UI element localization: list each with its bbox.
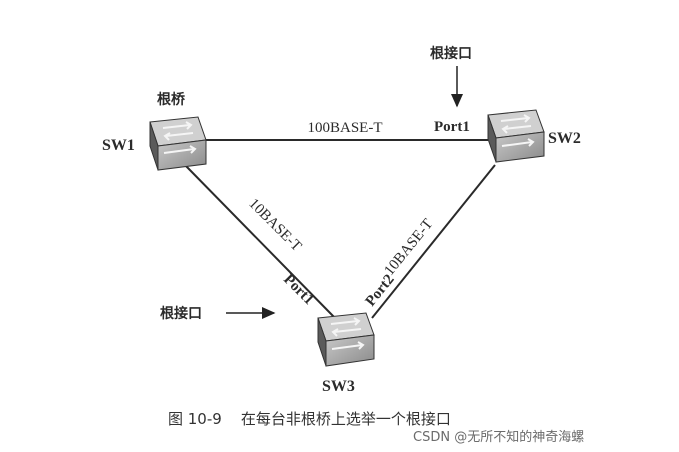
switch-sw1-label: SW1 [102,137,135,154]
link-sw1-sw3 [184,164,336,319]
port-label-sw2: Port1 [434,119,470,135]
switch-arrows-icon [162,121,197,154]
switch-sw3 [317,312,375,367]
root-port-label-sw3: 根接口 [160,305,202,322]
switch-sw2-label: SW2 [548,130,581,147]
switch-arrows-icon [500,114,535,147]
link-label-sw1-sw3: 10BASE-T [245,196,304,255]
link-label-sw1-sw2: 100BASE-T [308,120,383,136]
watermark: CSDN @无所不知的神奇海螺 [413,429,584,445]
switch-arrows-icon [330,317,365,350]
root-port-label-sw2: 根接口 [430,45,472,62]
switch-sw2 [487,109,545,163]
switch-sw1 [149,116,207,171]
figure-caption: 图 10-9 在每台非根桥上选举一个根接口 [168,410,451,428]
port-label-sw3-port1: Port1 [280,272,317,309]
switch-sw3-label: SW3 [322,378,355,395]
root-bridge-label: 根桥 [157,91,186,108]
link-sw2-sw3 [371,164,496,319]
